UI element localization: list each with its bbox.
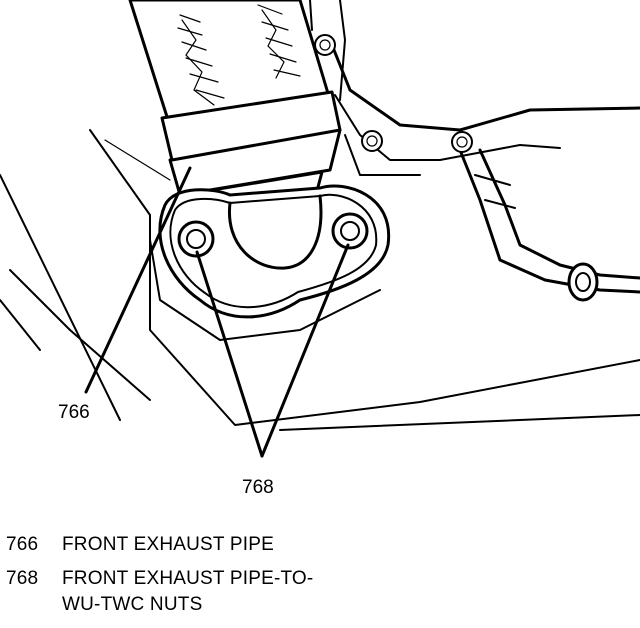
nut-right (331, 212, 369, 250)
legend-item: 766 FRONT EXHAUST PIPE (0, 532, 640, 558)
legend-description: FRONT EXHAUST PIPE-TO- WU-TWC NUTS (62, 568, 314, 615)
vehicle-structure (0, 0, 640, 431)
callout-766: 766 (58, 402, 90, 423)
parts-legend: 766 FRONT EXHAUST PIPE 768 FRONT EXHAUST… (0, 532, 640, 626)
nut-left (177, 220, 215, 258)
legend-number: 768 (6, 568, 39, 589)
legend-number: 766 (6, 534, 39, 555)
wu-twc-flange (149, 184, 391, 341)
leader-lines (84, 166, 350, 458)
callout-768: 768 (242, 477, 274, 498)
legend-item: 768 FRONT EXHAUST PIPE-TO- WU-TWC NUTS (0, 566, 640, 618)
legend-description: FRONT EXHAUST PIPE (62, 534, 274, 555)
